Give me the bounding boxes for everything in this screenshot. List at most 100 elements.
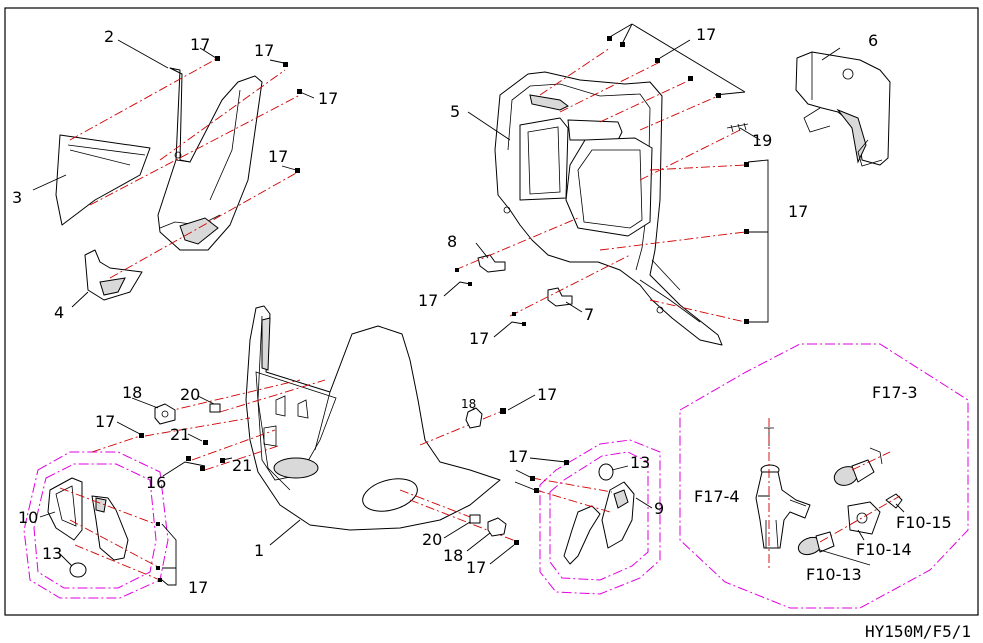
label-part-20-b: 20 bbox=[422, 530, 442, 549]
assy-line-frame-2 bbox=[559, 61, 661, 113]
fasteners-left bbox=[156, 522, 162, 582]
assy-line-shield-7 bbox=[399, 489, 479, 521]
label-part-13-right: 13 bbox=[630, 453, 650, 472]
leaders-right bbox=[514, 457, 653, 509]
label-part-1: 1 bbox=[254, 541, 264, 560]
assy-line-shield-1 bbox=[164, 379, 301, 413]
fasteners-upper-left bbox=[215, 56, 302, 173]
label-part-6: 6 bbox=[868, 31, 878, 50]
label-part-F10-15: F10-15 bbox=[896, 513, 952, 532]
drawing-reference: HY150M/F5/1 bbox=[865, 622, 971, 641]
assy-line-upper-1 bbox=[69, 57, 219, 141]
label-part-17-d: 17 bbox=[268, 147, 288, 166]
label-part-20-a: 20 bbox=[180, 385, 200, 404]
label-part-17-h: 17 bbox=[469, 329, 489, 348]
label-part-17-g: 17 bbox=[418, 291, 438, 310]
leaders-frame bbox=[443, 23, 841, 338]
leaders-upper-left bbox=[32, 39, 315, 308]
assy-line-shield-4 bbox=[191, 429, 276, 461]
part-9-right-signal bbox=[563, 481, 635, 565]
part-4-lower-grille bbox=[84, 249, 143, 301]
part-F10-13-cylinder bbox=[797, 531, 835, 556]
part-F10-14-bracket bbox=[847, 501, 881, 535]
part-18-clip-right bbox=[465, 407, 483, 429]
assy-line-frame-7 bbox=[599, 231, 746, 251]
fasteners-shield bbox=[139, 408, 519, 545]
part-3-side-panel bbox=[55, 134, 151, 226]
label-part-4: 4 bbox=[54, 303, 64, 322]
assy-line-frame-9 bbox=[454, 217, 579, 271]
part-6-bracket bbox=[795, 51, 891, 167]
label-part-21-b: 21 bbox=[232, 456, 252, 475]
label-part-17-c: 17 bbox=[318, 89, 338, 108]
part-19-bolt bbox=[726, 122, 749, 133]
label-part-21-a: 21 bbox=[170, 425, 190, 444]
part-5-inner-frame bbox=[494, 71, 723, 346]
group-9-outline bbox=[539, 439, 661, 595]
label-part-18-c: 18 bbox=[443, 546, 463, 565]
group-F17-3-outline bbox=[679, 343, 969, 609]
label-part-17-m: 17 bbox=[188, 578, 208, 597]
assy-line-frame-8 bbox=[649, 299, 746, 323]
label-part-17-j: 17 bbox=[537, 385, 557, 404]
label-part-17-i: 17 bbox=[95, 412, 115, 431]
assy-line-left-2 bbox=[69, 519, 161, 569]
assy-line-left-1 bbox=[59, 487, 159, 526]
assy-line-lock-2 bbox=[819, 495, 901, 543]
label-part-17-l: 17 bbox=[466, 558, 486, 577]
assy-line-upper-4 bbox=[109, 171, 299, 279]
assy-line-shield-6 bbox=[419, 411, 501, 446]
part-18-clip-lower bbox=[487, 517, 507, 537]
assy-line-upper-2 bbox=[159, 69, 286, 161]
part-1-front-shield bbox=[245, 305, 501, 531]
label-group-F17-3: F17-3 bbox=[872, 383, 918, 402]
label-part-7: 7 bbox=[584, 305, 594, 324]
label-part-19: 19 bbox=[752, 131, 772, 150]
assy-line-frame-10 bbox=[509, 254, 631, 317]
part-F17-4-lock-cylinder bbox=[755, 427, 811, 549]
label-part-16: 16 bbox=[146, 473, 166, 492]
label-part-18-a: 18 bbox=[122, 383, 142, 402]
leaders-lock bbox=[758, 495, 905, 566]
leaders-shield bbox=[116, 394, 536, 565]
label-part-17-b: 17 bbox=[254, 41, 274, 60]
assy-line-shield-8 bbox=[409, 499, 519, 543]
drawing-frame bbox=[4, 7, 979, 616]
part-2-upper-cover bbox=[157, 67, 263, 251]
assy-line-shield-5 bbox=[204, 445, 279, 471]
part-10-left-signal bbox=[47, 477, 129, 561]
part-20-nut-right bbox=[469, 514, 481, 524]
assy-line-shield-2 bbox=[219, 379, 326, 413]
assy-line-frame-6 bbox=[639, 129, 741, 181]
label-part-5: 5 bbox=[450, 102, 460, 121]
label-part-10: 10 bbox=[18, 508, 38, 527]
label-part-3: 3 bbox=[12, 188, 22, 207]
assy-line-frame-5 bbox=[649, 164, 746, 171]
assy-line-frame-1 bbox=[539, 47, 611, 96]
assy-line-lock-3 bbox=[851, 451, 891, 471]
label-part-F17-4: F17-4 bbox=[694, 487, 740, 506]
label-part-17-k: 17 bbox=[508, 447, 528, 466]
label-part-F10-14: F10-14 bbox=[856, 540, 912, 559]
label-part-2: 2 bbox=[104, 27, 114, 46]
part-7-clip bbox=[547, 287, 573, 307]
label-part-F10-13: F10-13 bbox=[806, 565, 862, 584]
part-8-clip bbox=[477, 254, 506, 273]
callout-labels: 1 2 3 4 5 6 7 8 9 10 13 13 16 17 17 17 1… bbox=[12, 25, 952, 597]
assy-line-left-3 bbox=[74, 544, 161, 581]
part-F10-cylinder-upper bbox=[833, 447, 883, 486]
part-13-bulb-right bbox=[598, 463, 614, 481]
part-20-nut-left bbox=[209, 403, 221, 413]
label-part-18-b: 18 bbox=[461, 397, 476, 411]
assy-line-frame-4 bbox=[639, 95, 719, 131]
leaders-left bbox=[39, 511, 177, 586]
label-part-17-a: 17 bbox=[190, 35, 210, 54]
assy-line-right-1 bbox=[531, 477, 613, 493]
label-part-17-f: 17 bbox=[788, 202, 808, 221]
label-part-8: 8 bbox=[447, 232, 457, 251]
label-part-17-e: 17 bbox=[696, 25, 716, 44]
assy-line-upper-3 bbox=[89, 94, 301, 206]
assy-line-right-2 bbox=[535, 489, 611, 513]
assy-line-shield-3 bbox=[144, 417, 251, 437]
label-part-13-left: 13 bbox=[42, 544, 62, 563]
